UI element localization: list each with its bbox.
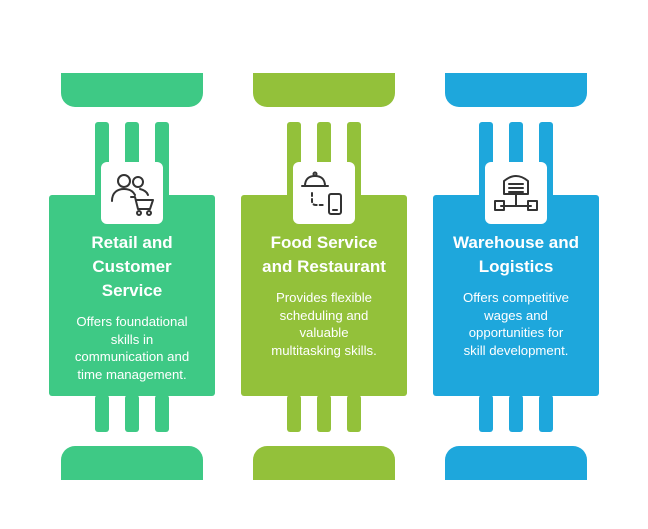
pillar-description: Provides flexible scheduling and valuabl… <box>271 290 377 358</box>
pillar-column <box>539 395 553 432</box>
pillar-bottom-cap <box>253 446 395 480</box>
pillar-description: Offers foundational skills in communicat… <box>74 314 190 382</box>
pillar-column <box>95 395 109 432</box>
pillar-top-cap <box>445 73 587 107</box>
pillar-top-cap <box>61 73 203 107</box>
pillar-top-cap <box>253 73 395 107</box>
pillar-column <box>509 395 523 432</box>
pillar-warehouse-base <box>433 0 599 529</box>
pillar-food-service: Food Service and Restaurant Provides fle… <box>241 0 407 529</box>
pillar-retail-base <box>49 0 215 529</box>
pillar-panel: Retail and Customer Service Offers found… <box>49 195 215 396</box>
people-shopping-cart-icon <box>101 162 163 224</box>
pillar-title: Warehouse and Logistics <box>453 233 579 276</box>
pillar-bottom-cap <box>445 446 587 480</box>
warehouse-network-icon <box>485 162 547 224</box>
pillar-column <box>125 395 139 432</box>
pillar-column <box>155 395 169 432</box>
pillar-title: Food Service and Restaurant <box>262 233 386 276</box>
pillar-retail: Retail and Customer Service Offers found… <box>49 0 215 529</box>
pillar-description: Offers competitive wages and opportuniti… <box>462 290 570 358</box>
cloche-phone-icon <box>293 162 355 224</box>
pillar-warehouse: Warehouse and Logistics Offers competiti… <box>433 0 599 529</box>
pillar-column <box>287 395 301 432</box>
pillar-bottom-cap <box>61 446 203 480</box>
pillar-title: Retail and Customer Service <box>91 233 173 300</box>
pillar-panel: Food Service and Restaurant Provides fle… <box>241 195 407 396</box>
pillar-column <box>347 395 361 432</box>
pillar-column <box>317 395 331 432</box>
pillar-food-service-base <box>241 0 407 529</box>
pillar-panel: Warehouse and Logistics Offers competiti… <box>433 195 599 396</box>
pillar-column <box>479 395 493 432</box>
